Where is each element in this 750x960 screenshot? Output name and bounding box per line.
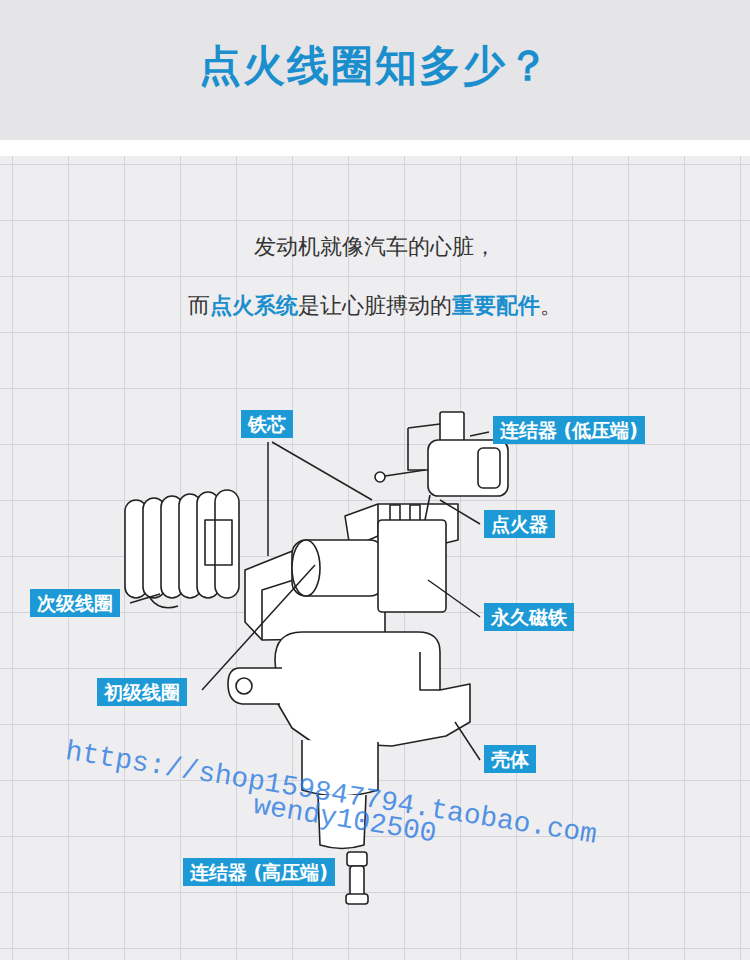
- callout-text: 点火器: [491, 513, 548, 535]
- intro-text: 发动机就像汽车的心脏，: [0, 232, 750, 262]
- callout-text: 初级线圈: [104, 681, 180, 703]
- highlight-text: 重要配件: [452, 291, 540, 321]
- callout-text: 连结器 (低压端): [500, 419, 638, 441]
- callout-text: 永久磁铁: [491, 606, 567, 628]
- callout-label: 点火器: [484, 510, 555, 538]
- intro-text: 。: [540, 291, 562, 321]
- callout-text: 次级线圈: [37, 592, 113, 614]
- highlight-text: 点火系统: [210, 291, 298, 321]
- callout-label: 壳体: [484, 745, 536, 773]
- callout-label: 初级线圈: [97, 678, 187, 706]
- intro-text: 而: [188, 291, 210, 321]
- callout-label: 连结器 (高压端): [183, 858, 335, 886]
- intro-text: 是让心脏搏动的: [298, 291, 452, 321]
- leader-lines: [130, 432, 489, 760]
- callout-label: 次级线圈: [30, 589, 120, 617]
- callout-label: 铁芯: [241, 410, 293, 438]
- callout-label: 永久磁铁: [484, 603, 574, 631]
- callout-text: 连结器 (高压端): [190, 861, 328, 883]
- callout-label: 连结器 (低压端): [493, 416, 645, 444]
- intro-row: 而点火系统是让心脏搏动的重要配件。: [0, 291, 750, 321]
- callout-text: 铁芯: [248, 413, 286, 435]
- callout-text: 壳体: [491, 748, 529, 770]
- page-title: 点火线圈知多少？: [0, 38, 750, 94]
